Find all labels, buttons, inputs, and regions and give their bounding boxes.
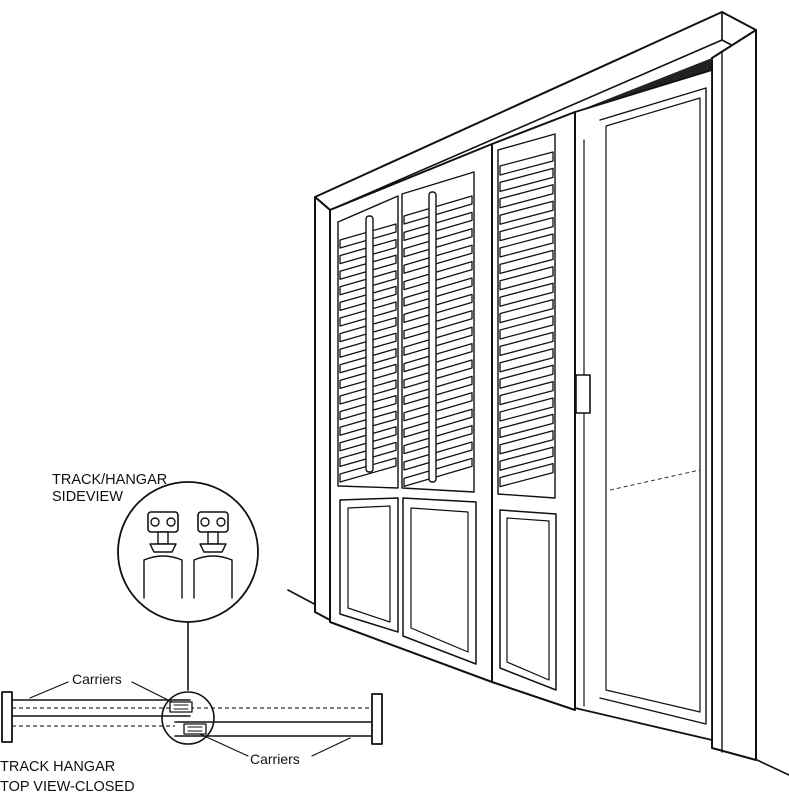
topview-detail: Carriers Carriers TRACK HANGAR TOP VIEW-… bbox=[0, 671, 383, 795]
track-end-cap-left bbox=[1, 691, 13, 743]
sideview-magnifier-circle bbox=[117, 481, 259, 623]
shutter-panel-2 bbox=[491, 111, 576, 711]
louver-slat bbox=[403, 310, 473, 340]
louver-slat bbox=[499, 216, 554, 242]
louver-slat bbox=[403, 375, 473, 406]
louver-slat bbox=[403, 195, 473, 225]
louver-slat bbox=[499, 282, 554, 307]
carrier-icon bbox=[183, 723, 207, 735]
louver-slat bbox=[499, 331, 554, 357]
carriers-label-top: Carriers bbox=[72, 671, 122, 687]
louver-slat bbox=[403, 408, 473, 438]
floor-lines bbox=[287, 589, 789, 776]
louver-slat bbox=[499, 364, 554, 389]
louvers-right bbox=[499, 151, 554, 488]
louver-slat bbox=[499, 462, 554, 488]
louver-slat bbox=[499, 200, 554, 225]
topview-magnifier-circle bbox=[161, 691, 215, 745]
topview-title-line1: TRACK HANGAR bbox=[0, 759, 115, 775]
louver-slat bbox=[403, 457, 473, 488]
door-handle-icon bbox=[575, 374, 591, 414]
topview-title-line2: TOP VIEW-CLOSED bbox=[0, 779, 135, 795]
louver-slat bbox=[403, 359, 473, 389]
louver-slat bbox=[499, 266, 554, 291]
louver-slat bbox=[403, 277, 473, 307]
louver-slat bbox=[499, 184, 554, 209]
tilt-rod-left bbox=[365, 215, 374, 473]
louver-slat bbox=[499, 348, 554, 373]
louver-slat bbox=[403, 342, 473, 373]
louver-slat bbox=[499, 298, 554, 324]
louver-slat bbox=[403, 244, 473, 274]
sideview-title-line2: SIDEVIEW bbox=[52, 489, 123, 505]
sideview-title-line1: TRACK/HANGAR bbox=[52, 472, 167, 488]
louver-slat bbox=[499, 167, 554, 193]
louver-slat bbox=[499, 446, 554, 471]
carriers-label-bottom: Carriers bbox=[250, 751, 300, 767]
shutter-panel-1 bbox=[329, 143, 493, 683]
louver-slat bbox=[403, 441, 473, 471]
louver-slat bbox=[403, 228, 473, 258]
louver-slat bbox=[403, 424, 473, 455]
louver-slat bbox=[499, 430, 554, 455]
hanger-left-icon bbox=[143, 511, 183, 599]
louver-slat bbox=[499, 413, 554, 439]
glass-door bbox=[574, 69, 713, 741]
louver-slat bbox=[403, 293, 473, 324]
louver-slat bbox=[499, 151, 554, 176]
louver-slat bbox=[499, 249, 554, 275]
carrier-icon bbox=[169, 701, 193, 713]
tilt-rod-center bbox=[428, 191, 437, 483]
louver-slat bbox=[499, 315, 554, 340]
louver-slat bbox=[499, 397, 554, 422]
louver-slat bbox=[403, 326, 473, 356]
louver-slat bbox=[499, 233, 554, 258]
louver-slat bbox=[403, 392, 473, 422]
track-end-cap-right bbox=[371, 693, 383, 745]
sideview-detail: TRACK/HANGAR SIDEVIEW bbox=[52, 472, 259, 691]
hanger-right-icon bbox=[193, 511, 233, 599]
louver-slat bbox=[403, 211, 473, 242]
louver-slat bbox=[499, 380, 554, 406]
louver-slat bbox=[403, 260, 473, 291]
